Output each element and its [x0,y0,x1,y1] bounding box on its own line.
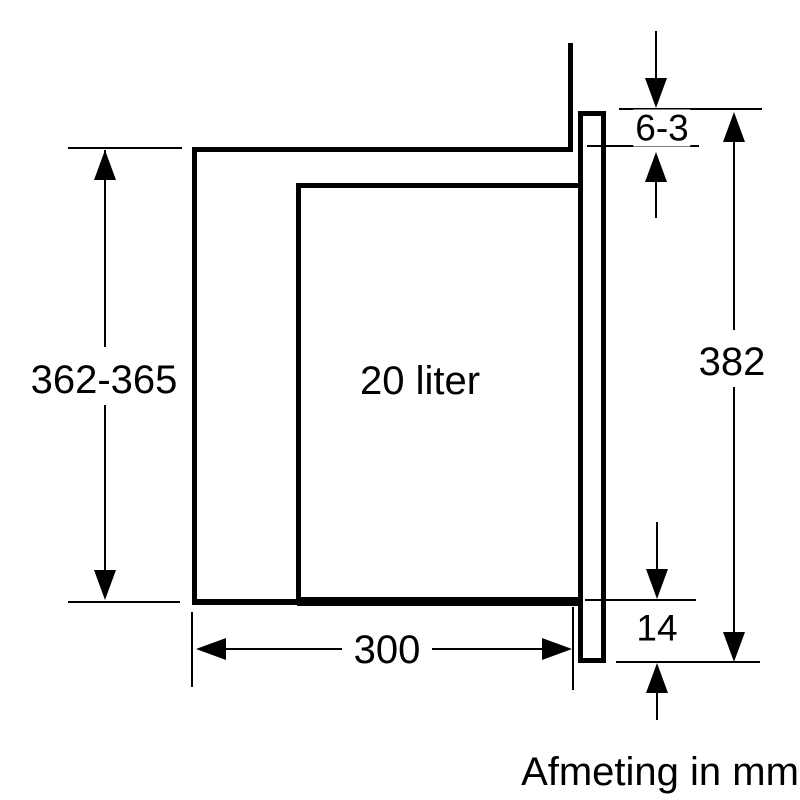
dim-line [656,693,658,720]
ref-line [619,108,762,110]
ref-line [68,601,180,603]
dim-line [104,150,106,347]
ref-line [585,599,696,601]
dim-line [656,522,658,570]
ref-line [68,147,182,149]
arrow-down-icon [645,78,667,108]
cavity-top-line [297,183,578,188]
ext-line [572,607,574,690]
cavity-bottom-line [297,597,578,606]
dim-label: 382 [696,340,768,384]
dim-line [733,387,735,632]
capacity-label: 20 liter [357,359,483,403]
arrow-up-icon [94,150,116,180]
arrow-down-icon [94,570,116,600]
dim-label: 300 [351,628,423,672]
dim-label: 6-3 [633,107,691,149]
appliance-left-line [192,147,197,605]
dim-line [655,182,657,218]
dim-line [655,31,657,81]
dim-line [733,141,735,330]
arrow-up-icon [645,152,667,182]
ref-line [616,661,760,663]
dim-line [104,405,106,572]
dim-label: 14 [634,607,680,649]
dim-line [224,648,342,650]
arrow-down-icon [646,569,668,599]
arrow-up-icon [646,663,668,693]
wall-line-above-trim [568,43,573,152]
arrow-up-icon [723,112,745,142]
ext-line [191,612,193,687]
appliance-top-line [192,147,573,152]
units-caption: Afmeting in mm [519,750,800,794]
arrow-down-icon [723,632,745,662]
cavity-left-line [296,183,301,603]
front-trim-frame [578,111,606,663]
dim-label: 362-365 [28,358,180,402]
arrow-left-icon [196,638,226,660]
dim-line [432,648,544,650]
arrow-right-icon [542,638,572,660]
